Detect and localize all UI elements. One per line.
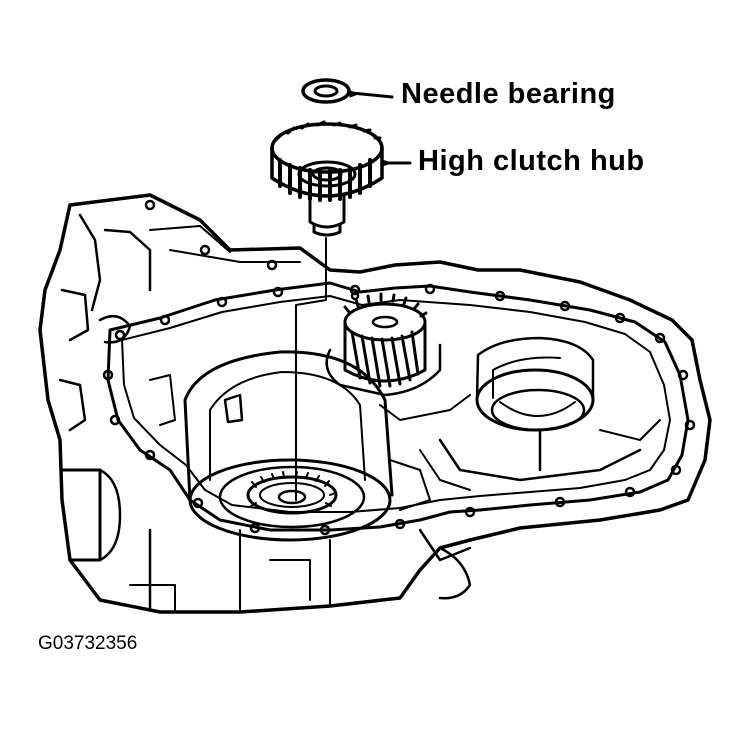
needle-bearing-leader [350,91,394,99]
high-clutch-hub-label: High clutch hub [418,145,645,177]
figure-id: G03732356 [38,633,138,654]
high-clutch-hub-part [270,120,384,237]
needle-bearing-label: Needle bearing [401,78,616,110]
transaxle-case [38,193,712,614]
needle-bearing-part [301,78,351,104]
